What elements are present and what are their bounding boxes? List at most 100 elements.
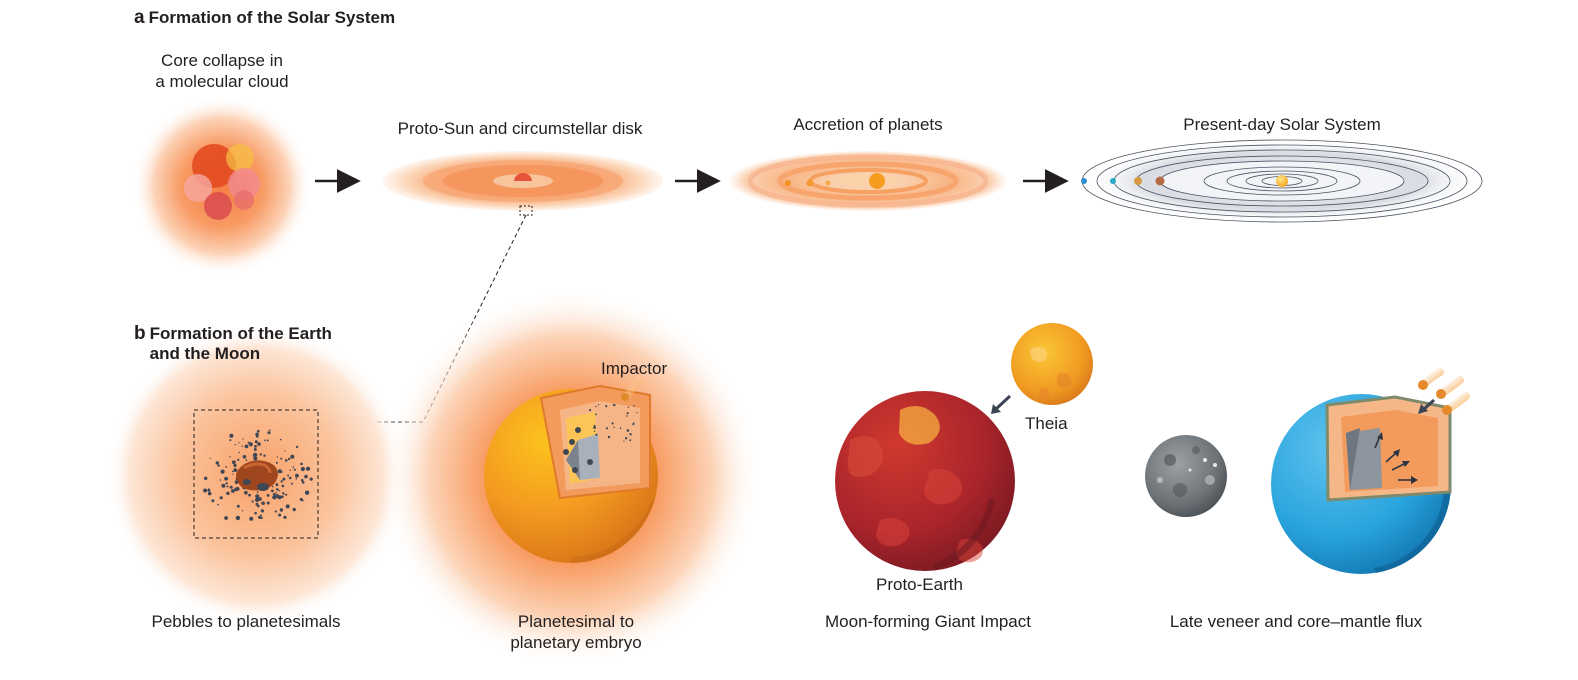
embryo-fragment (613, 404, 616, 407)
pebble (295, 445, 299, 449)
pebble (235, 515, 241, 521)
pebble (284, 450, 286, 452)
pebble (244, 444, 249, 449)
pebble (264, 439, 266, 442)
pebble (219, 496, 223, 500)
pebble (220, 469, 225, 474)
pebble (301, 499, 304, 502)
pebble (207, 491, 212, 496)
embryo-fragment (625, 415, 628, 417)
embryo-fragment (589, 409, 592, 412)
pebble (241, 510, 244, 512)
pebble (289, 469, 292, 471)
embryo-fragment (611, 422, 614, 425)
pebble (272, 495, 277, 500)
pebble (253, 456, 258, 461)
embryo-fragment (613, 426, 615, 428)
pebble (259, 453, 262, 456)
pebble (241, 445, 243, 447)
pebble (224, 516, 229, 520)
pebble (242, 455, 247, 459)
pebble (284, 494, 286, 496)
pebble (229, 439, 232, 442)
pebble (258, 515, 262, 519)
pebble (203, 488, 208, 493)
pebble (288, 476, 292, 480)
pebble (204, 476, 208, 480)
pebble (224, 477, 228, 480)
pebble (234, 461, 236, 463)
pebble (254, 511, 257, 515)
pebble (267, 431, 271, 435)
embryo-fragment (607, 435, 611, 439)
pebble (257, 442, 261, 446)
pebble (272, 493, 276, 496)
pebble (275, 483, 279, 487)
pebble (293, 468, 296, 471)
pebble (274, 510, 277, 513)
pebble (260, 509, 264, 513)
pebble (259, 498, 262, 501)
moon (1145, 435, 1227, 517)
pebble (234, 487, 239, 492)
stage-label-pebbles: Pebbles to planetesimals (151, 612, 341, 631)
embryo-fragment (624, 437, 628, 440)
pebble (279, 508, 284, 512)
pebble (266, 501, 270, 505)
pebble (279, 438, 282, 441)
pebble (271, 489, 274, 493)
panel-b-letter: b (134, 323, 146, 344)
impactor-label: Impactor (601, 359, 668, 378)
impactor-comet (621, 376, 644, 401)
theia-planet (1011, 323, 1093, 405)
mantle-flux-arrows (1374, 432, 1418, 484)
pebble (217, 503, 219, 506)
late-veneer-comets (1418, 368, 1470, 415)
pebble (211, 499, 215, 503)
pebble (266, 439, 269, 442)
pebble (225, 466, 228, 468)
accretion-disk (730, 151, 1006, 211)
pebble (266, 494, 270, 497)
embryo-fragment (587, 459, 593, 465)
pebble (233, 463, 237, 467)
embryo-fragment (636, 412, 638, 414)
pebble (275, 492, 278, 494)
pebble (292, 466, 295, 468)
pebble (300, 462, 303, 466)
pebble (229, 456, 231, 458)
pebble (251, 500, 254, 503)
pebble (301, 481, 305, 484)
pebble (233, 468, 238, 472)
embryo-fragment (626, 412, 629, 415)
planetesimal-rock (236, 460, 278, 491)
embryo-fragment (627, 406, 630, 409)
pebble (238, 442, 240, 444)
embryo-fragment (605, 427, 609, 430)
panel-a-letter: a (134, 7, 145, 28)
pebble (304, 490, 310, 495)
pebble (304, 474, 308, 479)
panel-b-title: Formation of the Earth and the Moon (149, 324, 332, 363)
pebble (242, 438, 244, 440)
pebble (232, 470, 234, 473)
pebble (255, 494, 260, 499)
pebble (300, 466, 305, 472)
pebble (282, 477, 286, 481)
proto-earth-label: Proto-Earth (876, 575, 963, 594)
stage-label-present-day: Present-day Solar System (1183, 115, 1381, 134)
pebble (268, 429, 271, 432)
pebble (261, 501, 265, 505)
pebble (236, 504, 240, 508)
embryo-fragment (597, 404, 600, 406)
pebble (232, 473, 234, 475)
pebble (226, 491, 230, 495)
pebble (292, 507, 296, 512)
pebble (238, 451, 240, 454)
embryo-fragment (623, 440, 625, 442)
pebble (249, 516, 254, 521)
pebble (234, 444, 236, 446)
